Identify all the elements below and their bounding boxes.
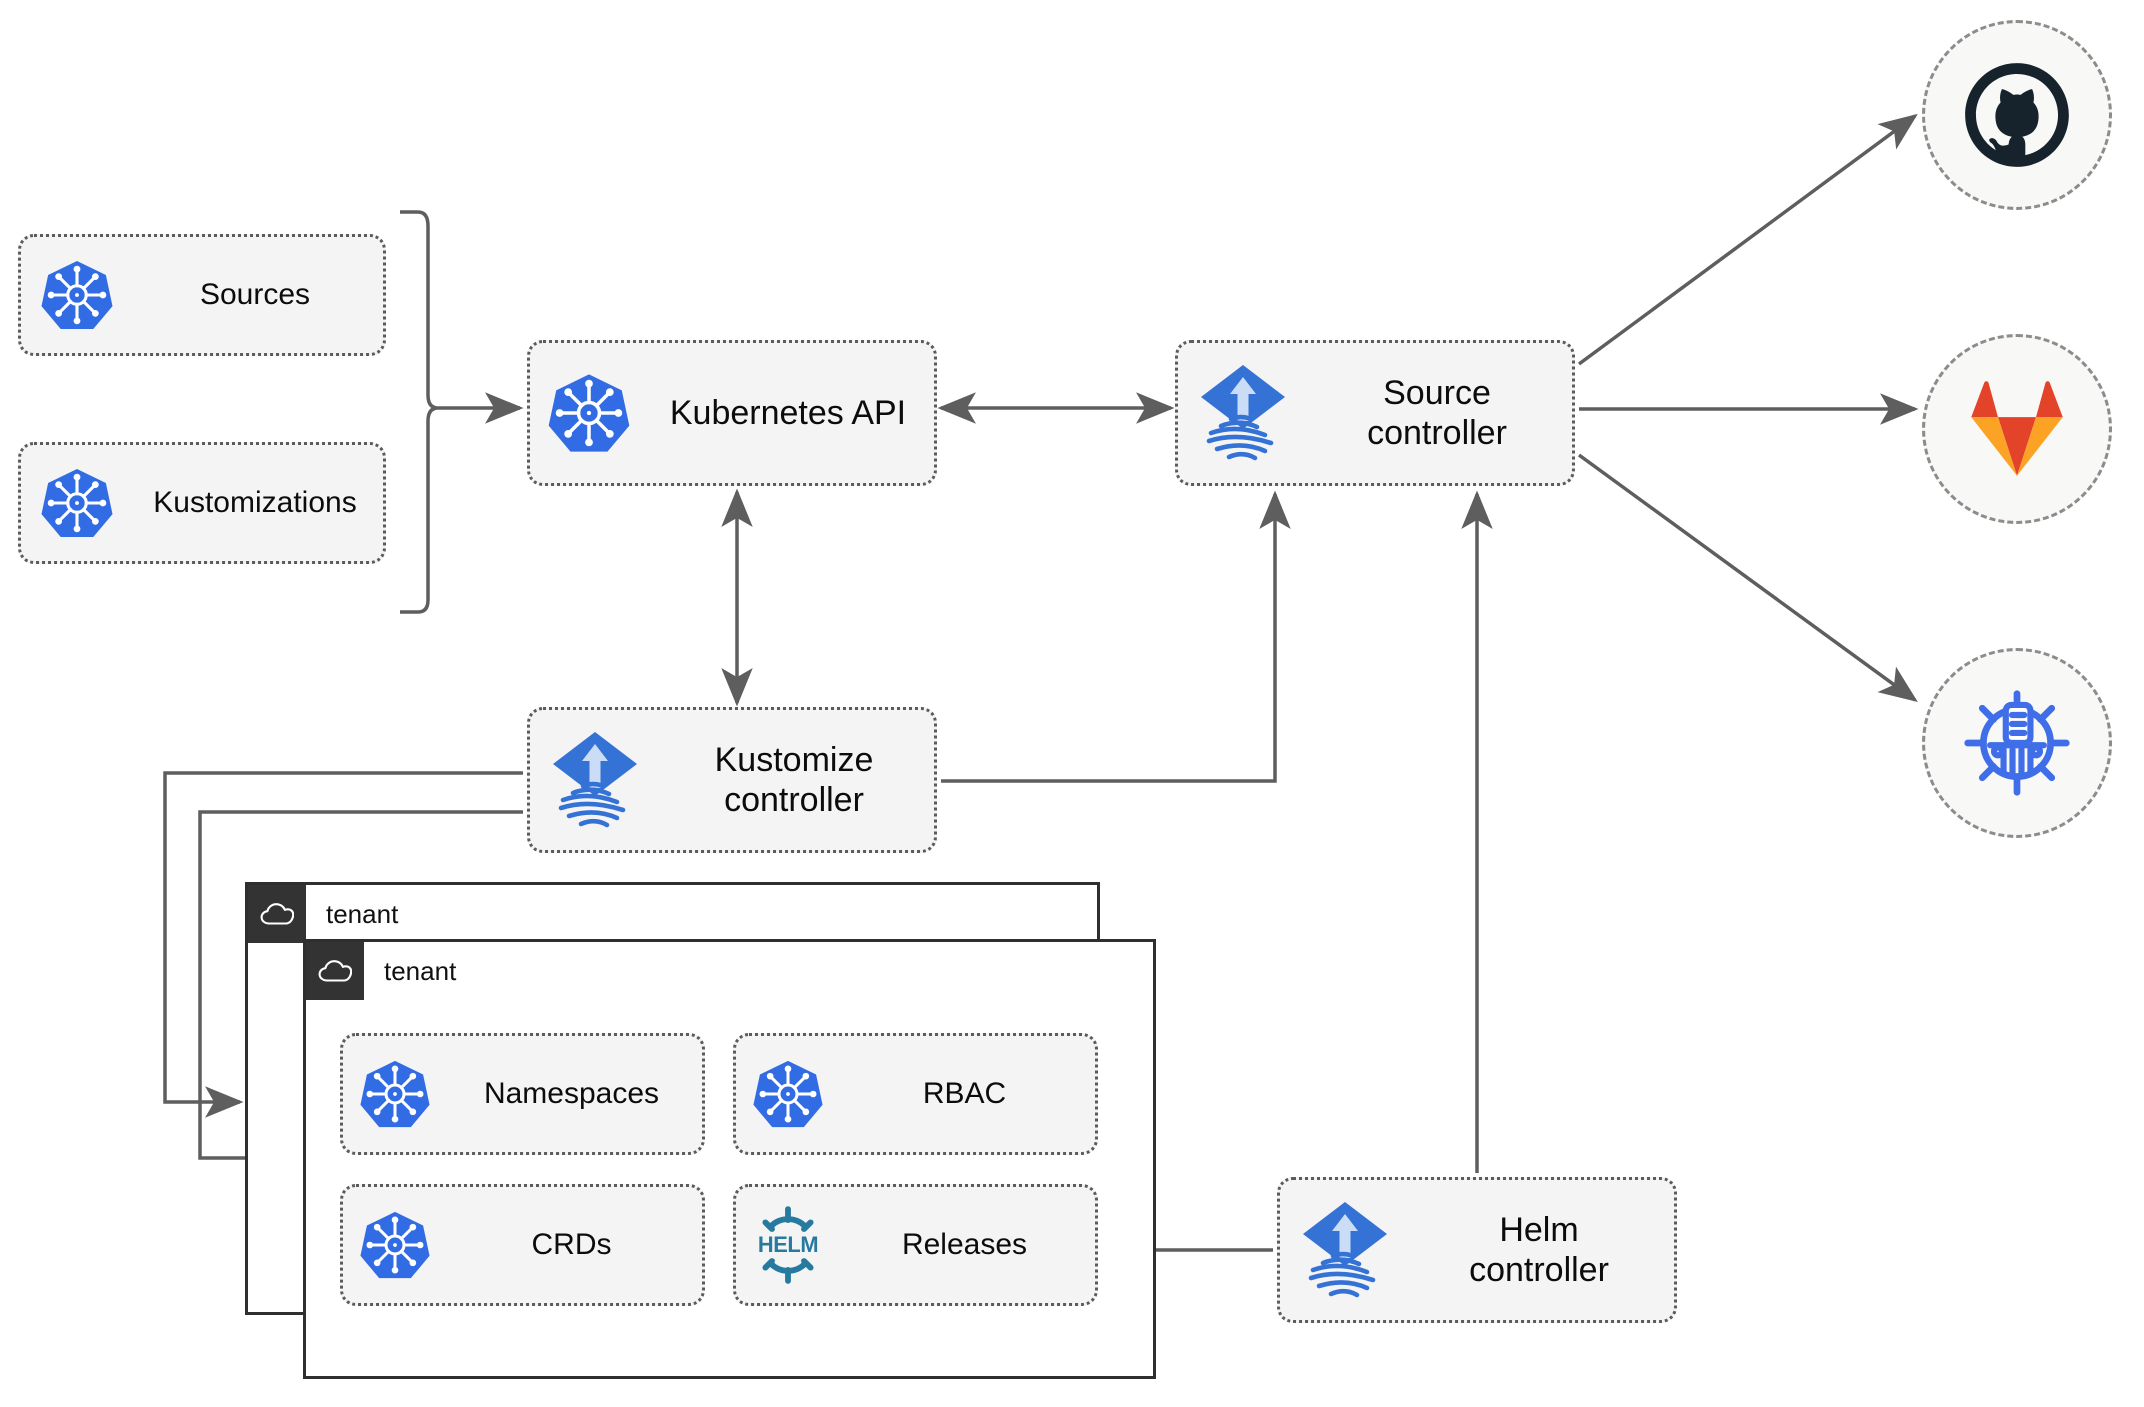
- node-kustomizations[interactable]: Kustomizations: [18, 442, 386, 564]
- node-kustomize-controller[interactable]: Kustomize controller: [527, 707, 937, 853]
- cloud-icon: [306, 942, 364, 1000]
- node-sources[interactable]: Sources: [18, 234, 386, 356]
- kubernetes-icon: [343, 1058, 447, 1130]
- node-label: RBAC: [922, 1077, 1007, 1111]
- tenant-label: tenant: [384, 955, 457, 986]
- provider-helm-repository[interactable]: [1922, 648, 2112, 838]
- kubernetes-icon: [21, 466, 133, 540]
- helm-repository-icon: [1964, 690, 2070, 796]
- kubernetes-icon: [736, 1058, 840, 1130]
- node-kubernetes-api[interactable]: Kubernetes API: [527, 340, 937, 486]
- wire-source-bucket: [1577, 453, 1918, 703]
- flux-icon: [1280, 1198, 1410, 1302]
- flux-icon: [530, 728, 660, 832]
- node-label: Sources: [199, 278, 311, 312]
- node-releases[interactable]: HELM Releases: [733, 1184, 1098, 1306]
- node-label: Releases: [901, 1228, 1028, 1262]
- svg-text:HELM: HELM: [758, 1232, 818, 1257]
- kubernetes-icon: [21, 258, 133, 332]
- cloud-icon: [248, 885, 306, 943]
- node-label: Kustomize controller: [714, 740, 874, 819]
- wire-kustomize-source: [941, 490, 1291, 783]
- tenant-window-inner: tenant: [303, 939, 1156, 1379]
- tenant-tab-outer: tenant: [248, 885, 398, 943]
- gitlab-icon: [1971, 381, 2063, 476]
- node-label: Kustomizations: [153, 486, 357, 520]
- wire-bracket: [400, 210, 439, 614]
- node-label: Namespaces: [483, 1077, 660, 1111]
- node-crds[interactable]: CRDs: [340, 1184, 705, 1306]
- provider-github[interactable]: [1922, 20, 2112, 210]
- kubernetes-icon: [343, 1209, 447, 1281]
- node-namespaces[interactable]: Namespaces: [340, 1033, 705, 1155]
- github-icon: [1965, 63, 2069, 167]
- tenant-label: tenant: [326, 898, 399, 929]
- node-helm-controller[interactable]: Helm controller: [1277, 1177, 1677, 1323]
- wire-source-github: [1577, 113, 1918, 366]
- node-source-controller[interactable]: Source controller: [1175, 340, 1575, 486]
- node-label: Helm controller: [1469, 1210, 1609, 1289]
- flux-icon: [1178, 361, 1308, 465]
- node-label: CRDs: [531, 1228, 612, 1262]
- provider-gitlab[interactable]: [1922, 334, 2112, 524]
- tenant-tab-inner: tenant: [306, 942, 456, 1000]
- helm-icon: HELM: [736, 1206, 840, 1284]
- wire-kustomize-tenant-outer: [163, 771, 523, 1118]
- kubernetes-icon: [530, 371, 648, 455]
- node-rbac[interactable]: RBAC: [733, 1033, 1098, 1155]
- node-label: Source controller: [1367, 373, 1507, 452]
- node-label: Kubernetes API: [669, 393, 907, 432]
